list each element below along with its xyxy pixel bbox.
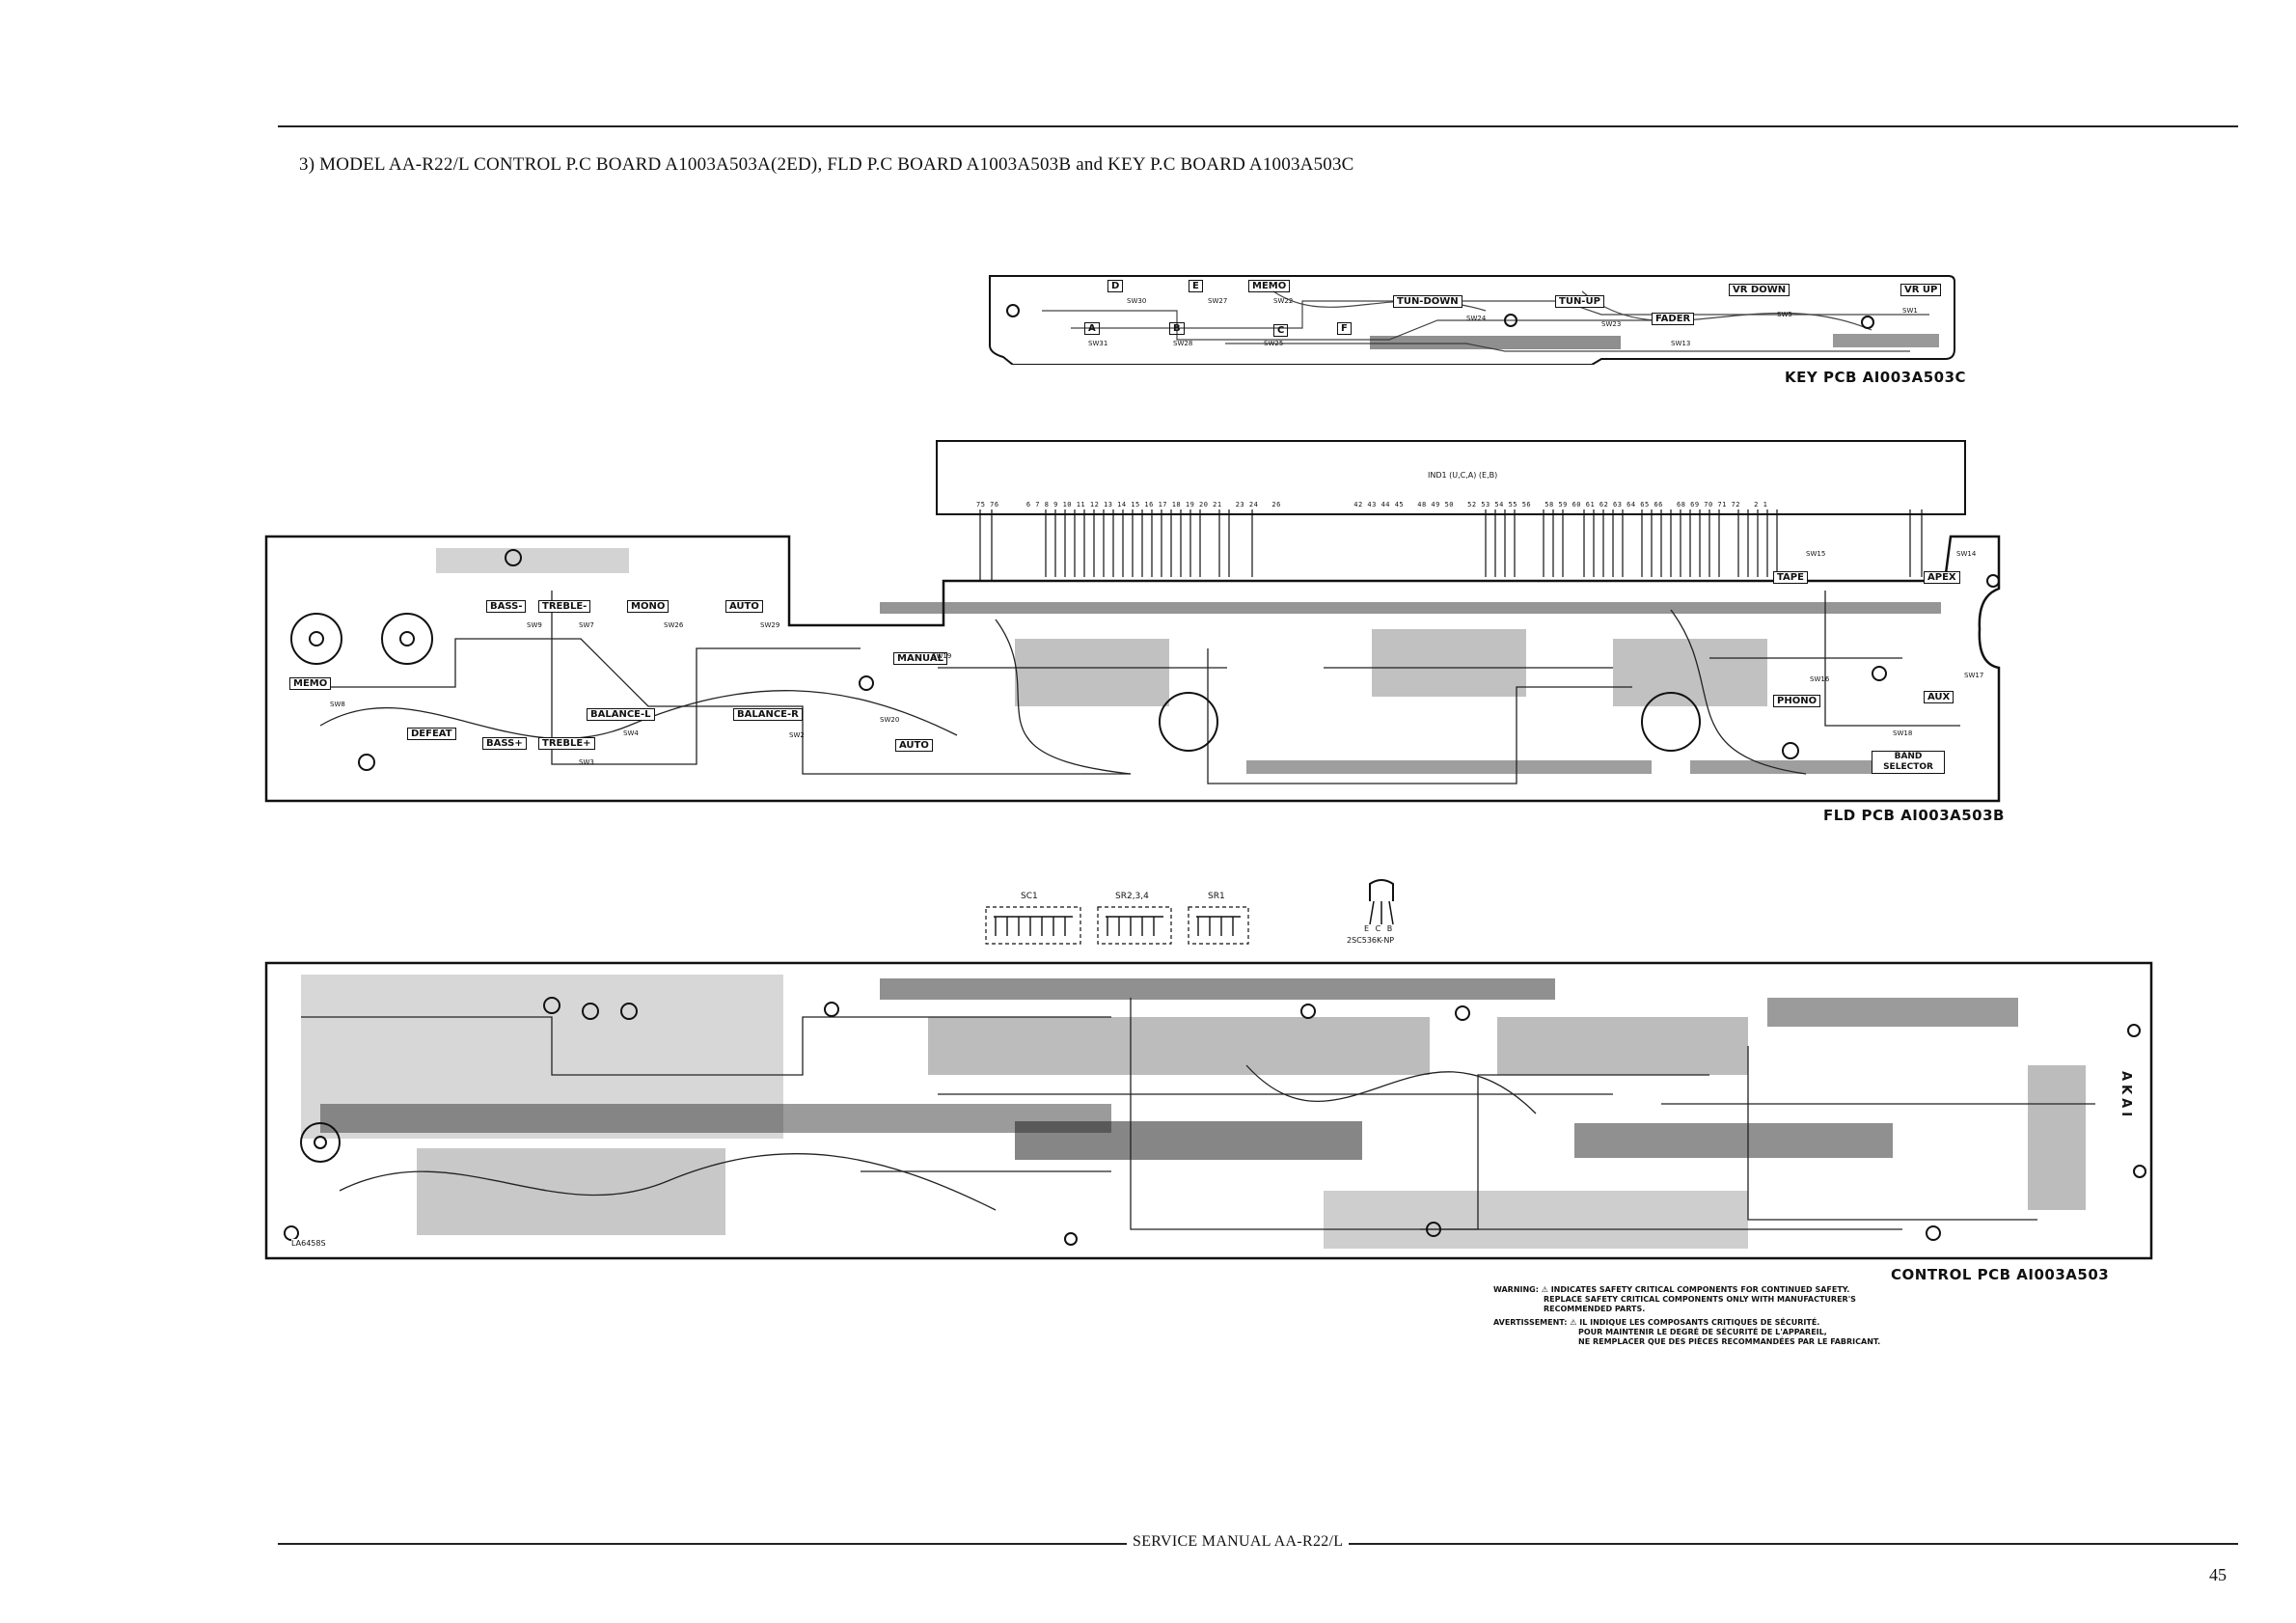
fld-pcb-label: FLD PCB AI003A503B bbox=[1823, 807, 2005, 824]
fld-switch-sw15: SW15 bbox=[1806, 550, 1826, 558]
fld-button-aux: AUX bbox=[1924, 691, 1954, 703]
key-switch-sw27: SW27 bbox=[1208, 297, 1228, 305]
key-pcb-board bbox=[989, 275, 1955, 365]
fld-button-manual: MANUAL bbox=[893, 652, 947, 665]
warning-fr-line-1: AVERTISSEMENT: ⚠ IL INDIQUE LES COMPOSAN… bbox=[1493, 1318, 1820, 1327]
key-button-b: B bbox=[1169, 322, 1185, 335]
key-switch-sw30: SW30 bbox=[1127, 297, 1147, 305]
fld-switch-sw4: SW4 bbox=[623, 729, 639, 737]
key-pcb-label: KEY PCB AI003A503C bbox=[1785, 369, 1967, 386]
fld-button-auto: AUTO bbox=[725, 600, 763, 613]
key-switch-sw31: SW31 bbox=[1088, 340, 1108, 347]
control-pcb-board bbox=[264, 961, 2153, 1260]
fld-switch-sw18: SW18 bbox=[1893, 729, 1913, 737]
key-button-fader: FADER bbox=[1652, 313, 1695, 325]
fld-button-bass-plus: BASS+ bbox=[482, 737, 527, 750]
warning-en-line-2: REPLACE SAFETY CRITICAL COMPONENTS ONLY … bbox=[1544, 1295, 1856, 1304]
fld-button-bass-minus: BASS- bbox=[486, 600, 527, 613]
key-button-vr-down: VR DOWN bbox=[1729, 284, 1790, 296]
fld-button-treble-minus: TREBLE- bbox=[538, 600, 591, 613]
part-sr1-label: SR1 bbox=[1208, 892, 1225, 901]
key-button-a: A bbox=[1084, 322, 1100, 335]
warning-en-line-3: RECOMMENDED PARTS. bbox=[1544, 1305, 1646, 1313]
fld-pcb-buttons: MEMO BASS- TREBLE- MONO AUTO DEFEAT BASS… bbox=[262, 533, 2003, 805]
fld-button-auto-2: AUTO bbox=[895, 739, 933, 752]
fld-display-pin-numbers: 75 76 6 7 8 9 10 11 12 13 14 15 16 17 18… bbox=[976, 501, 1768, 509]
key-switch-sw1: SW1 bbox=[1902, 307, 1918, 315]
fld-button-balance-r: BALANCE-R bbox=[733, 708, 803, 721]
fld-switch-sw29: SW29 bbox=[760, 621, 780, 629]
fld-button-mono: MONO bbox=[627, 600, 670, 613]
key-switch-sw13: SW13 bbox=[1671, 340, 1691, 347]
fld-switch-sw19: SW19 bbox=[932, 652, 952, 660]
transistor-pins-label: E C B bbox=[1364, 924, 1395, 933]
key-switch-sw25: SW25 bbox=[1264, 340, 1284, 347]
key-switch-sw28: SW28 bbox=[1173, 340, 1193, 347]
fld-switch-sw9: SW9 bbox=[527, 621, 542, 629]
key-switch-sw22: SW22 bbox=[1273, 297, 1294, 305]
footer-title: SERVICE MANUAL AA-R22/L bbox=[1127, 1533, 1350, 1551]
fld-switch-sw8: SW8 bbox=[330, 701, 345, 708]
key-switch-sw24: SW24 bbox=[1466, 315, 1487, 322]
key-button-vr-up: VR UP bbox=[1900, 284, 1942, 296]
key-switch-sw5: SW5 bbox=[1777, 311, 1792, 318]
part-sr234-label: SR2,3,4 bbox=[1115, 892, 1149, 901]
fld-switch-sw2: SW2 bbox=[789, 731, 805, 739]
key-button-d: D bbox=[1107, 280, 1124, 292]
fld-button-band-selector: BAND SELECTOR bbox=[1872, 751, 1945, 774]
key-button-tun-up: TUN-UP bbox=[1555, 295, 1604, 308]
fld-button-phono: PHONO bbox=[1773, 695, 1821, 707]
fld-button-memo: MEMO bbox=[289, 677, 332, 690]
warning-fr-line-2: POUR MAINTENIR LE DEGRÉ DE SÉCURITÉ DE L… bbox=[1578, 1328, 1827, 1336]
top-rule bbox=[278, 125, 2238, 127]
fld-display-label: IND1 (U,C,A) (E,B) bbox=[1428, 471, 1498, 480]
warning-fr-line-3: NE REMPLACER QUE DES PIÈCES RECOMMANDÉES… bbox=[1578, 1337, 1881, 1346]
fld-switch-sw14: SW14 bbox=[1956, 550, 1977, 558]
fld-button-balance-l: BALANCE-L bbox=[587, 708, 655, 721]
fld-switch-sw16: SW16 bbox=[1810, 675, 1830, 683]
fld-button-defeat: DEFEAT bbox=[407, 728, 456, 740]
transistor-icon bbox=[1369, 879, 1394, 925]
fld-pin-leads bbox=[979, 509, 1923, 606]
fld-switch-sw26: SW26 bbox=[664, 621, 684, 629]
resistor-array-parts bbox=[985, 906, 1249, 945]
key-button-memo: MEMO bbox=[1248, 280, 1291, 292]
fld-display-outline bbox=[936, 440, 1966, 515]
fld-pcb-board bbox=[264, 535, 2001, 803]
warning-en-line-1: WARNING: ⚠ INDICATES SAFETY CRITICAL COM… bbox=[1493, 1285, 1850, 1294]
fld-switch-sw7: SW7 bbox=[579, 621, 594, 629]
key-button-c: C bbox=[1273, 324, 1289, 337]
fld-switch-sw3: SW3 bbox=[579, 758, 594, 766]
fld-button-tape: TAPE bbox=[1773, 571, 1808, 584]
safety-warning: WARNING: ⚠ INDICATES SAFETY CRITICAL COM… bbox=[1493, 1285, 1937, 1347]
control-pcb-label: CONTROL PCB AI003A503 bbox=[1891, 1266, 2110, 1283]
fld-button-treble-plus: TREBLE+ bbox=[538, 737, 595, 750]
fld-switch-sw20: SW20 bbox=[880, 716, 900, 724]
key-button-tun-down: TUN-DOWN bbox=[1393, 295, 1462, 308]
page-heading: 3) MODEL AA-R22/L CONTROL P.C BOARD A100… bbox=[299, 154, 1354, 175]
key-button-e: E bbox=[1189, 280, 1203, 292]
transistor-label: 2SC536K-NP bbox=[1347, 936, 1395, 945]
part-sc1-label: SC1 bbox=[1021, 892, 1038, 901]
control-side-logo: AKAI bbox=[2118, 1071, 2133, 1121]
fld-button-apex: APEX bbox=[1924, 571, 1960, 584]
page-number: 45 bbox=[2209, 1565, 2227, 1584]
fld-switch-sw17: SW17 bbox=[1964, 672, 1984, 679]
key-switch-sw23: SW23 bbox=[1601, 320, 1622, 328]
key-pcb-buttons: D E MEMO A B C F TUN-DOWN TUN-UP FADER V… bbox=[984, 272, 1960, 365]
control-ic-label: LA6458S bbox=[291, 1239, 326, 1248]
key-button-f: F bbox=[1337, 322, 1352, 335]
